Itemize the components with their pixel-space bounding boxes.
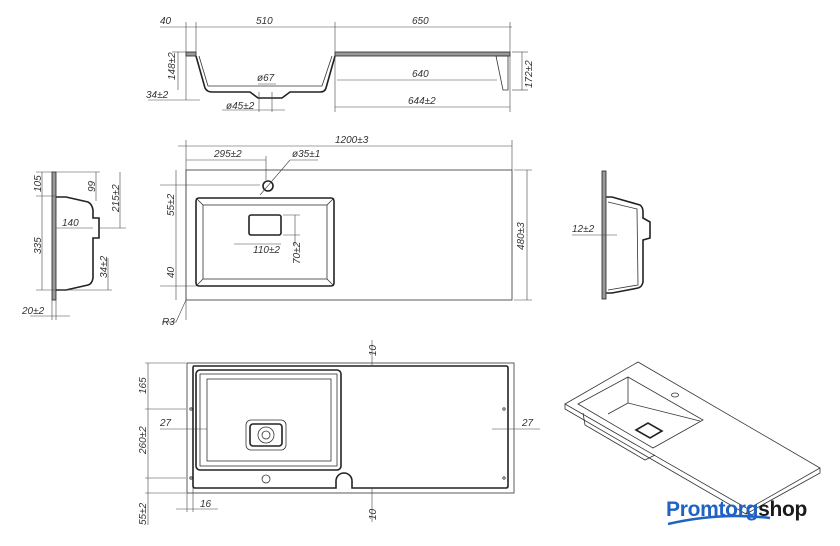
dim-top-offset: 165 xyxy=(138,377,149,394)
dim-basin-depth: 148±2 xyxy=(167,52,178,80)
dim-radius: R3 xyxy=(162,317,175,328)
logo-part-shop: shop xyxy=(758,498,808,521)
plan-view: 1200±3 295±2 ø35±1 55±2 40 R3 110±2 70±2… xyxy=(160,135,532,328)
dim-back-offset: 40 xyxy=(166,266,177,278)
dim-drain-outer: ø67 xyxy=(257,73,275,84)
dim-drain-width: 110±2 xyxy=(253,245,280,256)
dim-total-depth: 480±3 xyxy=(516,222,527,250)
dim-bracket-total: 644±2 xyxy=(408,96,436,107)
dim-depth: 140 xyxy=(62,218,79,229)
dim-total-length: 1200±3 xyxy=(335,135,369,146)
side-section-right: 12±2 xyxy=(572,170,651,300)
dim-basin: 335 xyxy=(33,237,44,254)
dim-top-margin: 10 xyxy=(368,344,379,356)
promtorgshop-logo: Promtorgshop xyxy=(666,498,807,522)
dim-total-height: 172±2 xyxy=(524,60,535,88)
dim-tap-hole: ø35±1 xyxy=(292,149,320,160)
bottom-view: 10 10 165 27 27 260±2 55±2 16 xyxy=(138,340,540,525)
dim-drain-center: 215±2 xyxy=(111,184,122,213)
dim-drain-inner: ø45±2 xyxy=(226,101,255,112)
logo-part-promtorg: Promtorg xyxy=(666,498,759,521)
elevation-view: 40 510 650 148±2 34±2 ø67 ø45±2 640 644±… xyxy=(146,16,535,112)
dim-bottom-offset: 55±2 xyxy=(138,502,149,525)
dim-thickness: 20±2 xyxy=(21,306,45,317)
dim-right-inset: 27 xyxy=(521,418,534,429)
dim-hole-spacing: 260±2 xyxy=(138,426,149,455)
dim-tap-offset: 295±2 xyxy=(213,149,242,160)
dim-left-inset: 27 xyxy=(159,418,172,429)
dim-thickness: 12±2 xyxy=(572,224,595,235)
dim-rim-height: 34±2 xyxy=(146,90,169,101)
logo-swoosh xyxy=(667,514,771,526)
dim-edge: 16 xyxy=(200,499,212,510)
dim-bottom-margin: 10 xyxy=(368,508,379,520)
dim-top: 105 xyxy=(33,175,44,192)
side-section-left: 105 99 215±2 140 335 34±2 20±2 xyxy=(21,171,126,320)
isometric-view xyxy=(564,361,821,515)
dim-drain-top: 99 xyxy=(87,180,98,192)
dim-bracket-span: 640 xyxy=(412,69,429,80)
dim-front-offset: 55±2 xyxy=(166,193,177,216)
dim-left-rim: 40 xyxy=(160,16,172,27)
dim-drainboard: 650 xyxy=(412,16,429,27)
dim-bottom: 34±2 xyxy=(99,255,110,278)
dim-basin-width: 510 xyxy=(256,16,273,27)
dim-drain-height: 70±2 xyxy=(292,241,303,264)
